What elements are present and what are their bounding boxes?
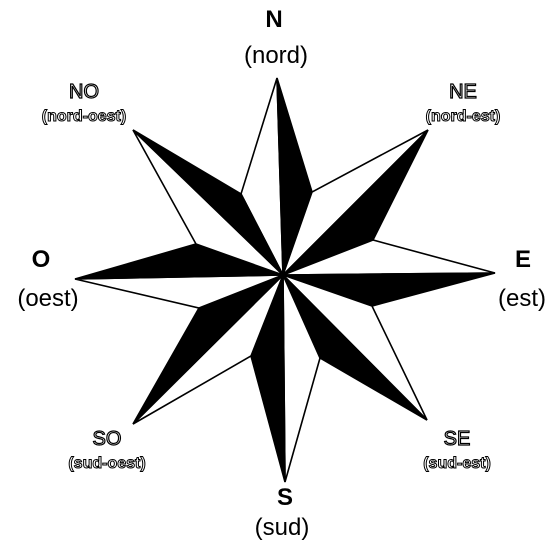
northwest-abbr-label: NO <box>69 82 99 102</box>
south-abbr-label: S <box>277 486 293 510</box>
southeast-abbr-label: SE <box>444 429 471 449</box>
northeast-name-label: (nord-est) <box>426 109 501 125</box>
northeast-abbr-label: NE <box>449 82 477 102</box>
northwest-name-label: (nord-oest) <box>42 109 126 125</box>
south-name-label: (sud) <box>255 516 310 540</box>
west-name-label: (oest) <box>17 287 78 311</box>
southwest-abbr-label: SO <box>93 429 122 449</box>
north-abbr-label: N <box>265 8 282 32</box>
southeast-name-label: (sud-est) <box>423 456 491 472</box>
north-name-label: (nord) <box>244 44 308 68</box>
east-abbr-label: E <box>515 248 531 272</box>
southwest-name-label: (sud-oest) <box>68 456 145 472</box>
east-name-label: (est) <box>498 287 546 311</box>
west-abbr-label: O <box>32 248 51 272</box>
